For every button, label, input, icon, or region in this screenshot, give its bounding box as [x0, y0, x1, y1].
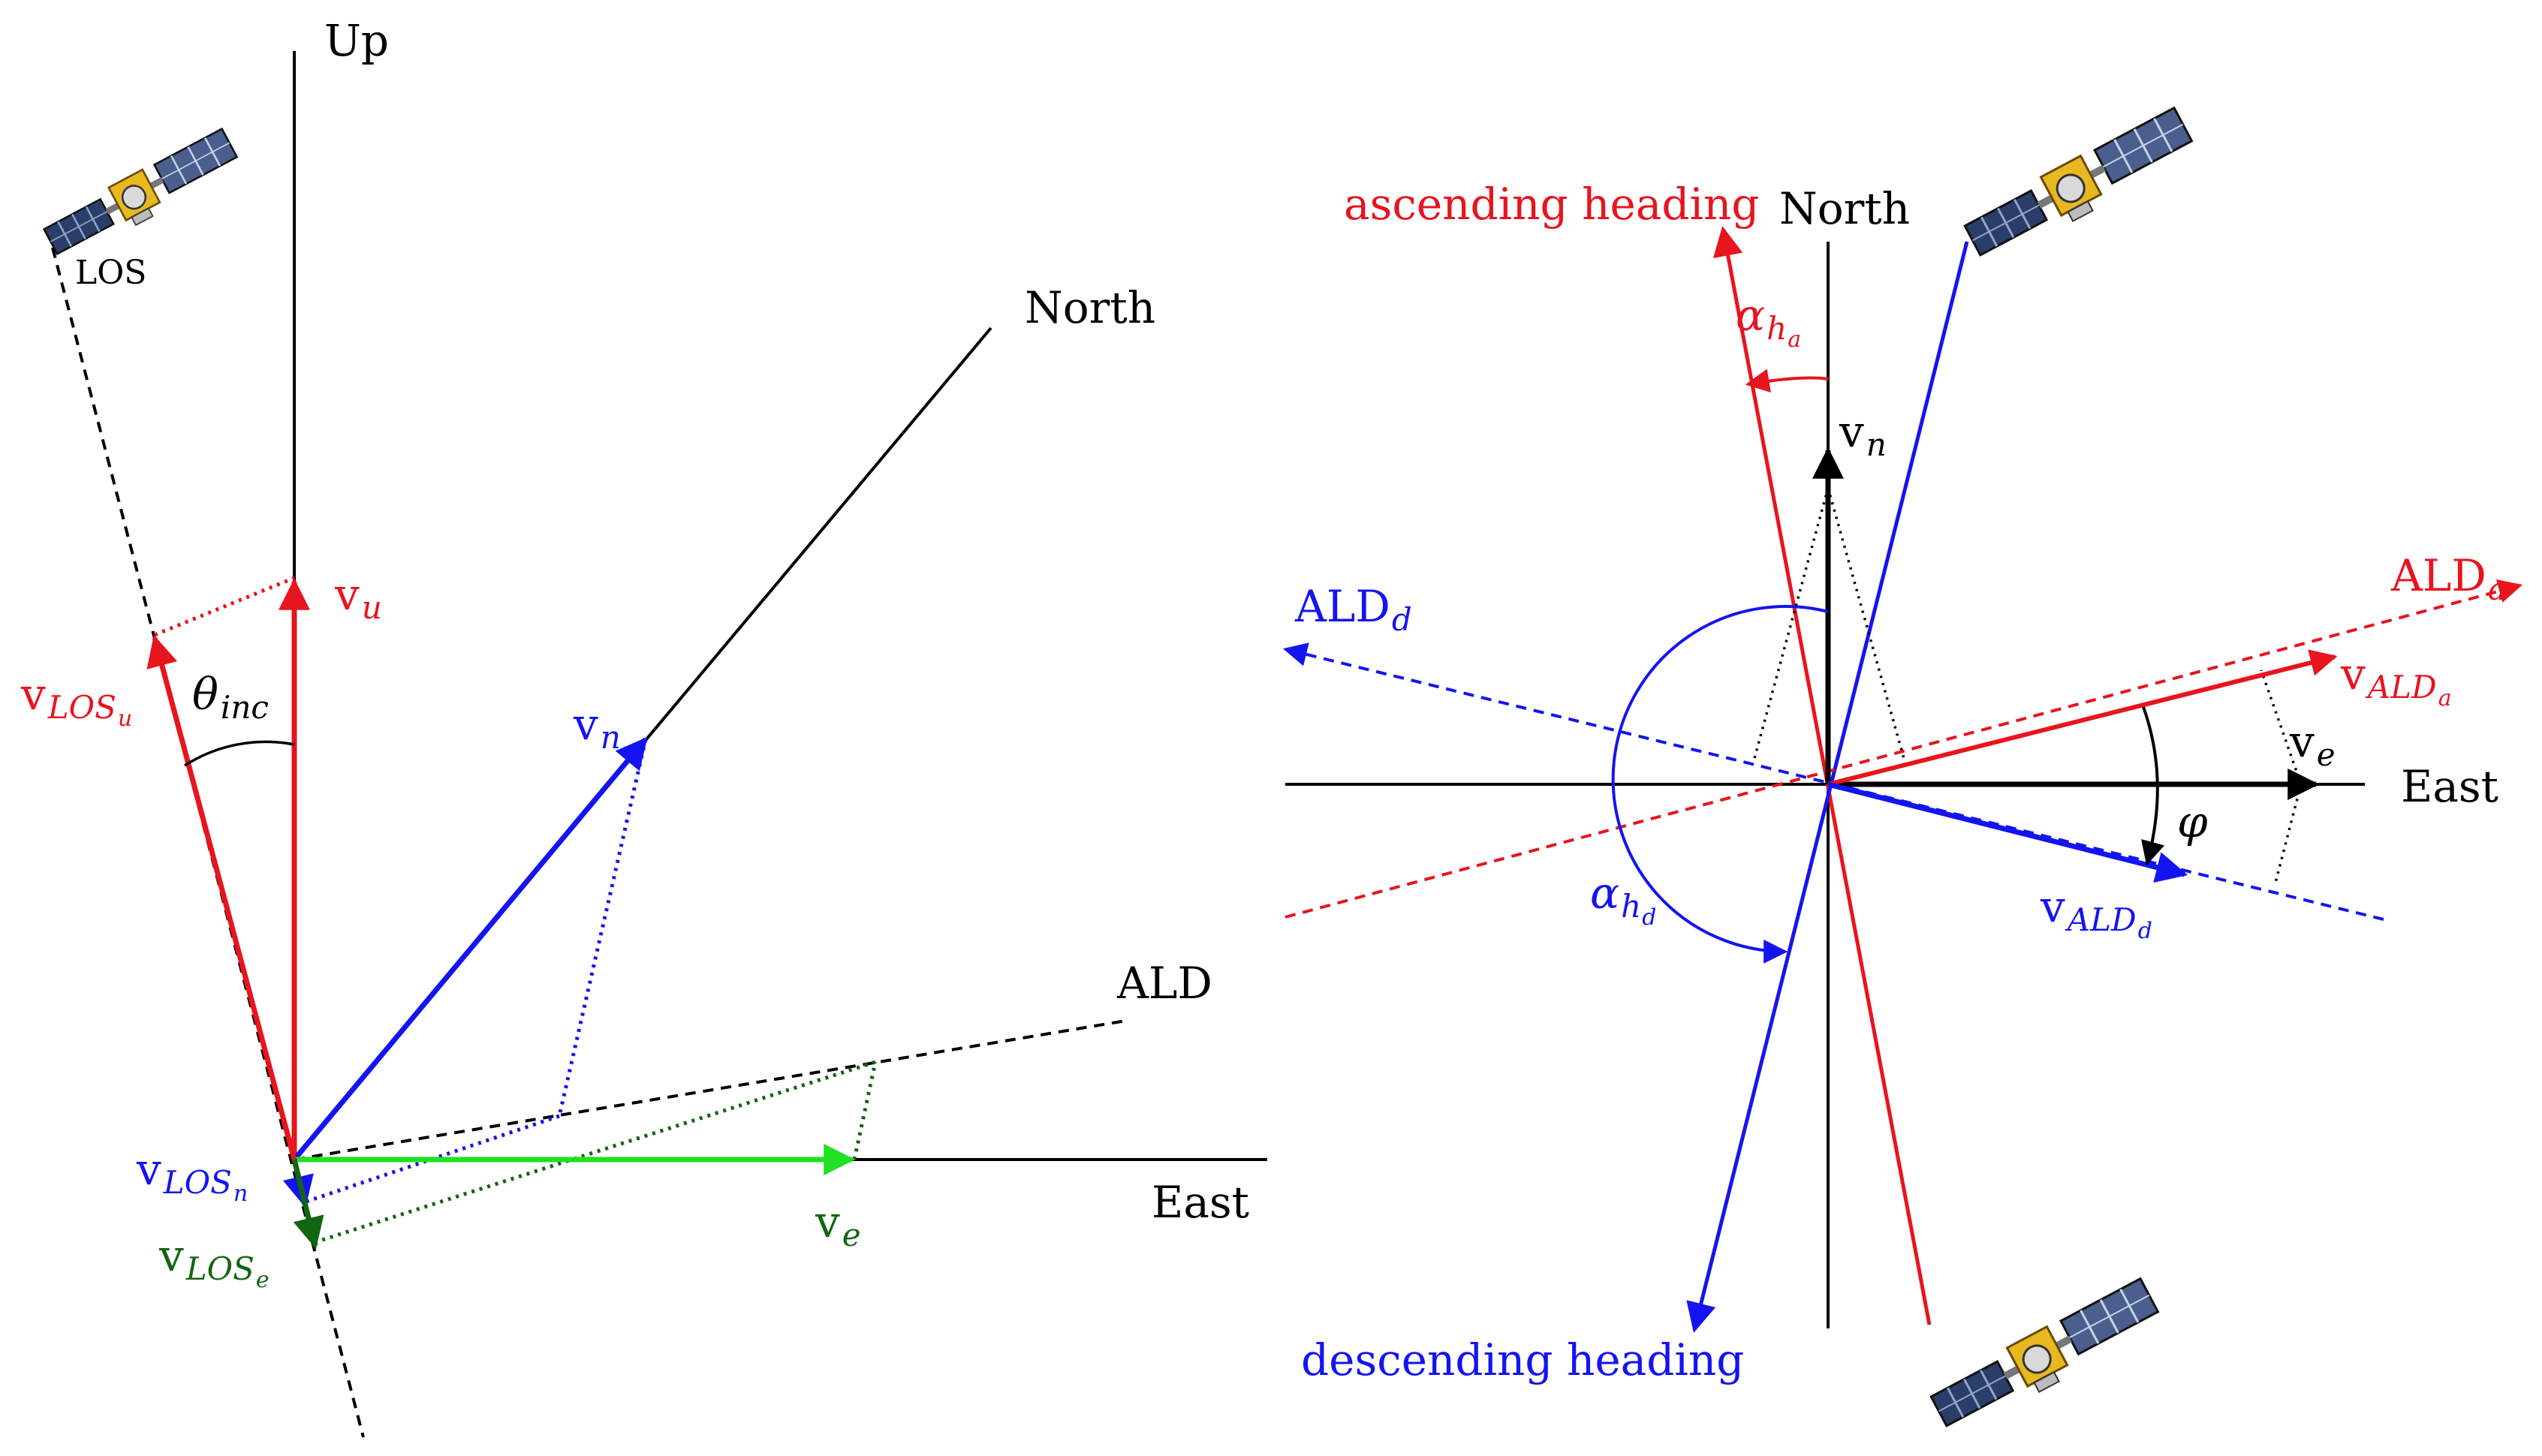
ald-d-label: ALDd — [1294, 581, 1412, 638]
ald-axis-line — [294, 1019, 1127, 1161]
north-axis-label: North — [1025, 282, 1155, 333]
v-n-label-right: vn — [1839, 406, 1887, 463]
v-e-label: ve — [815, 1196, 861, 1253]
vector-v-n — [292, 736, 648, 1162]
satellite-icon — [1960, 105, 2200, 269]
descending-heading-label: descending heading — [1301, 1334, 1744, 1385]
v-los-u-label: vLOSu — [20, 669, 132, 732]
projection-east-dotted-2 — [315, 1060, 876, 1244]
theta-inc-arc — [184, 740, 295, 767]
phi-label: φ — [2177, 796, 2208, 847]
ve-proj-dotted-1 — [2260, 669, 2303, 785]
vector-v-los-e — [291, 1159, 324, 1250]
v-los-n-label: vLOSn — [136, 1144, 248, 1207]
ald-a-line — [1285, 579, 2523, 919]
v-ald-d-label: vALDd — [2040, 881, 2152, 944]
phi-arc — [2141, 706, 2165, 866]
v-ald-a-label: vALDa — [2340, 648, 2452, 711]
projection-north-dotted-1 — [557, 739, 648, 1117]
projection-east-dotted-1 — [852, 1061, 878, 1160]
vector-v-los-u — [146, 634, 297, 1160]
left-panel: Up North East ALD LOS vu vn ve vLOSu vLO… — [20, 15, 1267, 1438]
satellite-icon — [1926, 1276, 2167, 1439]
right-panel: North East ascending heading descending … — [1282, 105, 2523, 1439]
ald-axis-label: ALD — [1116, 958, 1212, 1009]
v-e-label-right: ve — [2289, 716, 2336, 773]
east-axis-label-right: East — [2401, 761, 2498, 812]
satellite-icon — [40, 126, 244, 266]
v-u-label: vu — [334, 569, 382, 626]
east-axis-label: East — [1152, 1177, 1249, 1228]
ald-a-label: ALDa — [2390, 550, 2507, 607]
alpha-hd-label: αhd — [1590, 868, 1656, 931]
alpha-hd-arc — [1611, 605, 1829, 964]
north-axis-label-right: North — [1779, 183, 1910, 234]
v-los-e-label: vLOSe — [158, 1230, 270, 1293]
vector-v-ald-a — [1827, 649, 2338, 787]
vector-v-ald-d — [1827, 781, 2188, 883]
v-n-label: vn — [573, 699, 621, 756]
los-label: LOS — [75, 254, 146, 292]
theta-inc-label: θinc — [192, 669, 269, 726]
alpha-ha-label: αha — [1736, 290, 1801, 353]
up-axis-label: Up — [324, 15, 389, 66]
vn-proj-dotted-1 — [1752, 487, 1830, 762]
ascending-heading-label: ascending heading — [1344, 179, 1760, 230]
alpha-ha-arc — [1745, 369, 1829, 393]
projection-up-dotted — [154, 576, 295, 637]
ve-proj-dotted-2 — [2273, 784, 2303, 886]
